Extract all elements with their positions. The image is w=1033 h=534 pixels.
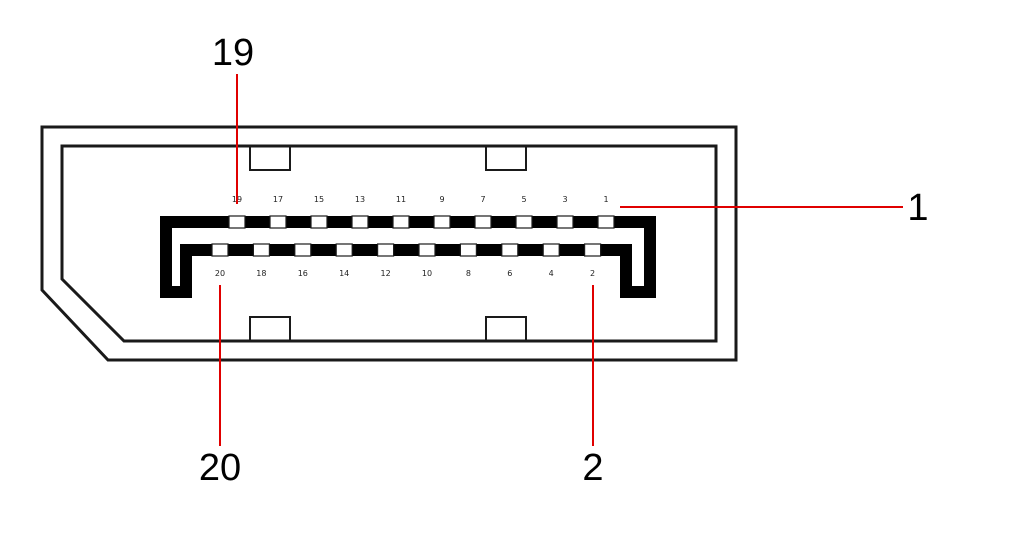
pin-pad-7 [474,215,492,229]
pin-number-16: 16 [298,269,308,278]
latch-notch-top-left [249,146,291,171]
connector-outer-outline [40,125,738,362]
pin-number-2: 2 [590,269,595,278]
latch-notches [249,146,527,341]
pin-number-15: 15 [314,195,324,204]
pin-pad-1 [597,215,615,229]
pin-pad-15 [310,215,328,229]
pin-pad-12 [377,243,395,257]
connector-shell [40,125,738,362]
pin-number-18: 18 [256,269,266,278]
pin-number-1: 1 [603,195,608,204]
pin-number-12: 12 [381,269,391,278]
pin-pad-16 [294,243,312,257]
connector-inner-outline [60,144,718,343]
pin-pad-20 [211,243,229,257]
pin-pad-18 [252,243,270,257]
pin-number-17: 17 [273,195,283,204]
pin-pad-19 [228,215,246,229]
latch-notch-bottom-left [249,316,291,341]
pin-pad-3 [556,215,574,229]
pin-number-8: 8 [466,269,471,278]
pin-pad-2 [583,243,602,257]
pin-number-3: 3 [562,195,567,204]
callout-label-pin-20: 20 [199,447,241,489]
pin-number-20: 20 [215,269,225,278]
pin-number-5: 5 [521,195,526,204]
pin-number-14: 14 [339,269,349,278]
pin-pad-17 [269,215,287,229]
pin-number-6: 6 [507,269,512,278]
callout-label-pin-2: 2 [582,447,603,489]
pin-number-4: 4 [549,269,554,278]
bottom-pin-row: 20 18 16 14 12 10 8 6 4 2 [211,243,602,278]
pin-number-11: 11 [396,195,406,204]
pin-number-9: 9 [439,195,444,204]
latch-notch-top-right [485,146,527,171]
pin-pad-4 [542,243,560,257]
callout-lines [219,74,903,446]
callout-label-pin-19: 19 [212,32,254,74]
pin-number-10: 10 [422,269,432,278]
pin-pad-5 [515,215,533,229]
pin-pad-13 [351,215,369,229]
pin-pad-9 [433,215,451,229]
pin-number-7: 7 [480,195,485,204]
callout-label-pin-1: 1 [907,187,928,229]
pin-pad-8 [459,243,477,257]
pin-pad-10 [418,243,436,257]
latch-notch-bottom-right [485,316,527,341]
pin-pad-11 [392,215,410,229]
pin-pad-14 [335,243,353,257]
pin-number-13: 13 [355,195,365,204]
pin-pad-6 [501,243,519,257]
